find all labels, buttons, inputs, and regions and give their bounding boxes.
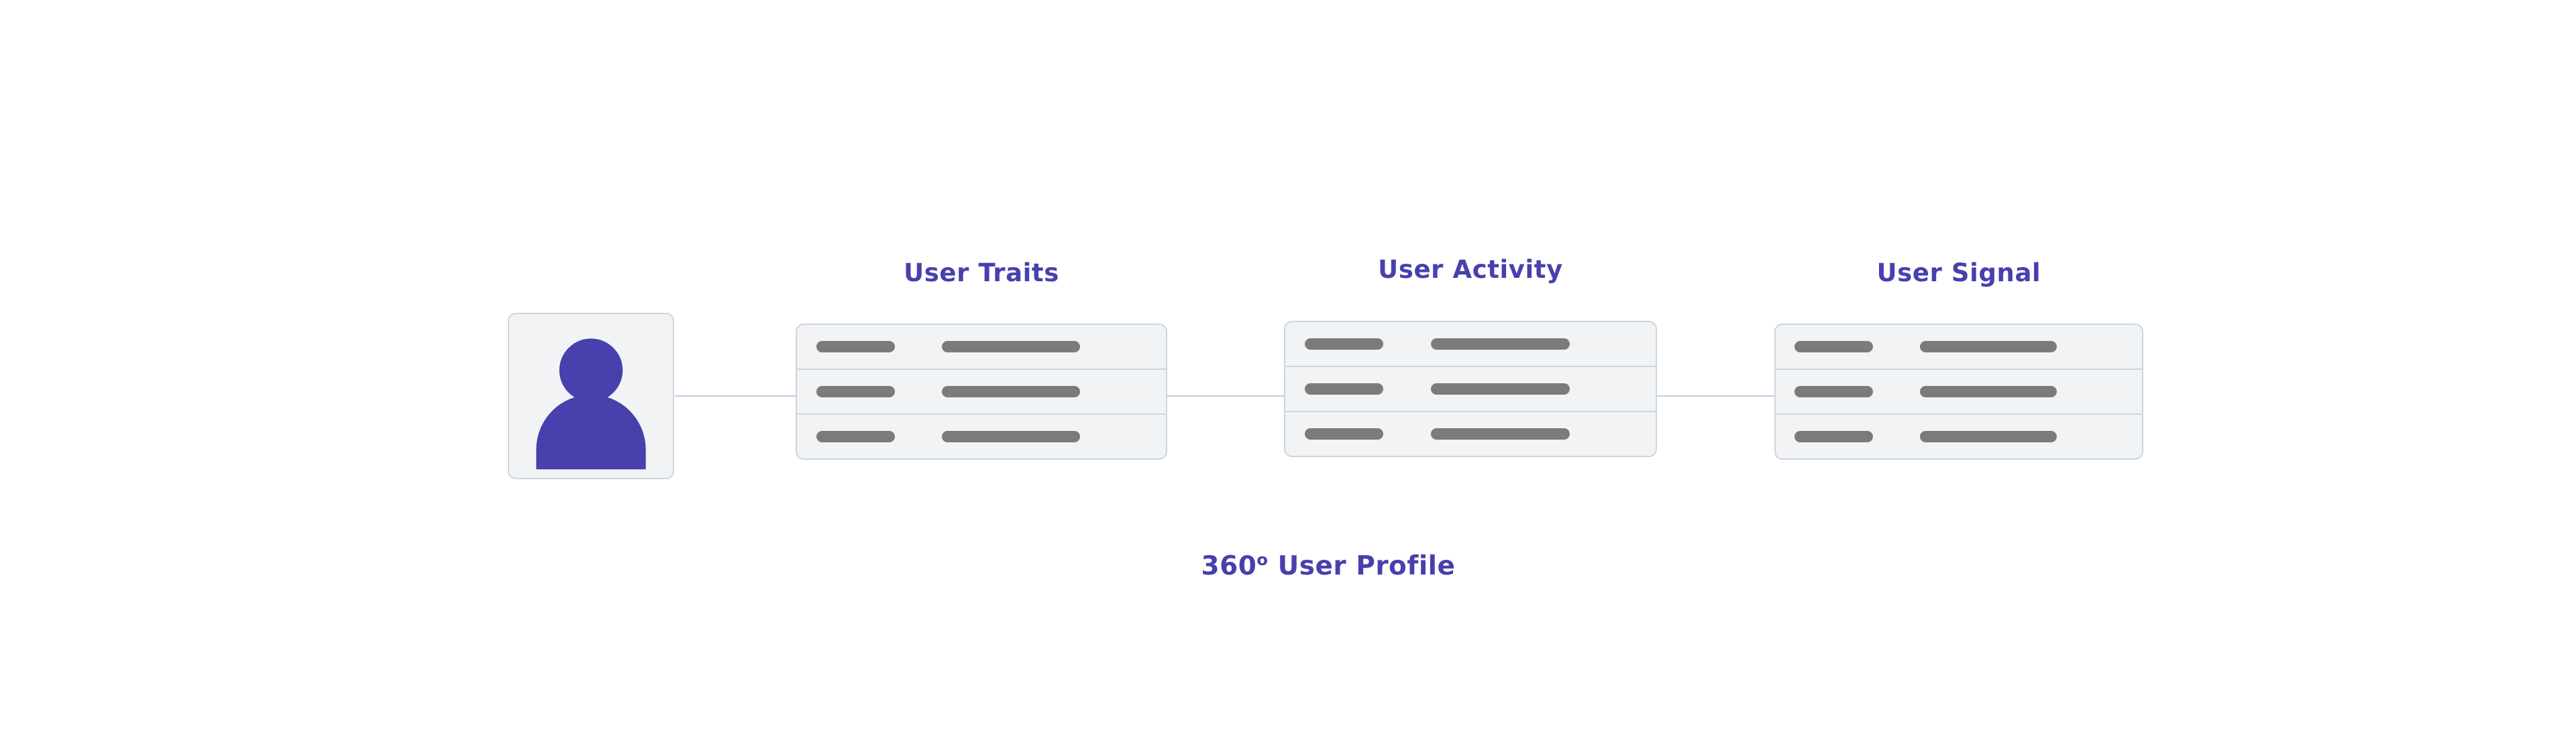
row-label-bar [816,341,895,352]
table-row[interactable] [1285,412,1656,456]
row-label-bar [1794,386,1873,397]
row-label-bar [1794,341,1873,352]
table-row[interactable] [797,325,1166,370]
row-value-bar [1919,386,2057,397]
caption-text: User Profile [1268,551,1456,581]
table-row[interactable] [1776,415,2142,458]
connector-avatar-to-traits [675,395,796,397]
row-value-bar [1431,338,1570,350]
row-value-bar [1431,428,1570,440]
data-card-user-traits[interactable] [796,324,1167,460]
row-label-bar [1304,338,1384,350]
row-label-bar [1794,431,1873,442]
table-row[interactable] [1285,322,1656,367]
row-value-bar [942,386,1081,397]
connector-activity-to-signal [1657,395,1776,397]
row-label-bar [816,386,895,397]
row-value-bar [1431,383,1570,395]
row-value-bar [942,431,1081,442]
row-value-bar [1919,341,2057,352]
table-row[interactable] [1776,370,2142,415]
diagram-caption: 360o User Profile [973,550,1684,581]
card-title-user-signal: User Signal [1876,258,2041,287]
row-label-bar [1304,383,1384,395]
table-row[interactable] [797,370,1166,415]
card-title-user-traits: User Traits [904,258,1059,287]
table-row[interactable] [1776,325,2142,370]
caption-number: 360 [1201,551,1257,581]
data-card-user-activity[interactable] [1284,321,1657,457]
row-label-bar [1304,428,1384,440]
user-avatar-card[interactable] [508,313,674,479]
row-label-bar [816,431,895,442]
data-card-user-signal[interactable] [1774,324,2143,460]
table-row[interactable] [1285,367,1656,412]
user-avatar-icon [536,338,646,470]
row-value-bar [942,341,1081,352]
connector-traits-to-activity [1167,395,1287,397]
table-row[interactable] [797,415,1166,458]
card-title-user-activity: User Activity [1378,255,1563,284]
row-value-bar [1919,431,2057,442]
caption-degree-symbol: o [1256,550,1269,569]
